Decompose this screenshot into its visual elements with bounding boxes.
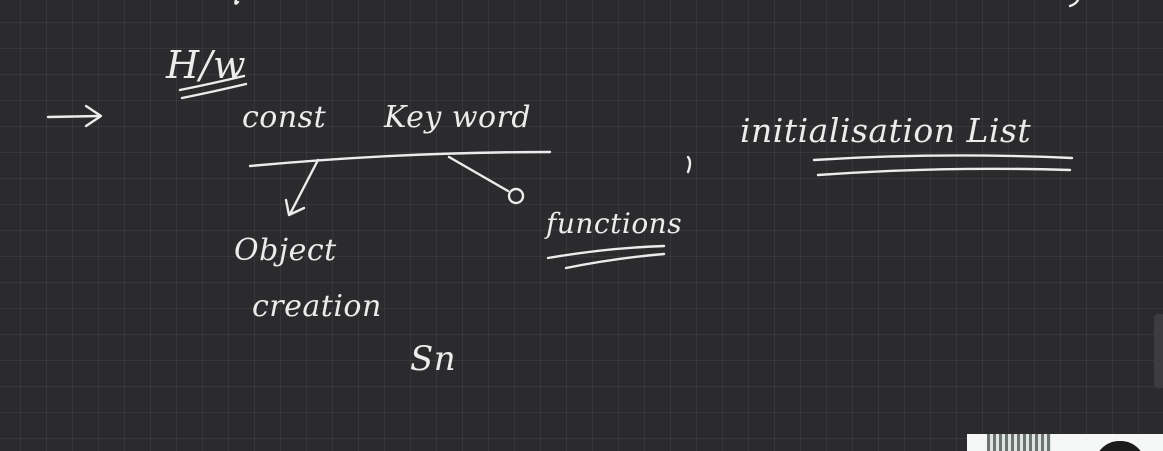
branch-right-node (507, 187, 525, 205)
branch-right (447, 155, 510, 193)
top-right-edge-stroke (1068, 0, 1080, 8)
side-scroll-handle[interactable] (1154, 314, 1163, 388)
branch-left-head (284, 198, 306, 217)
arrow-head (84, 104, 103, 128)
note-object: Object (234, 233, 337, 268)
note-creation: creation (252, 289, 382, 324)
branch-left (288, 158, 320, 216)
webcam-person (1095, 441, 1145, 451)
webcam-background (987, 434, 1051, 451)
init-underline-1 (812, 154, 1074, 162)
top-edge-stroke (234, 0, 240, 5)
heading-underline-1 (178, 74, 246, 92)
heading-underline-2 (180, 82, 248, 100)
note-keyword: Key word (384, 100, 532, 135)
func-underline-1 (546, 244, 666, 260)
comma-mark (686, 155, 692, 174)
note-sn: Sn (410, 339, 457, 379)
arrow-shaft (46, 114, 102, 119)
func-underline-2 (564, 252, 666, 270)
heading-hw: H/w (166, 43, 246, 87)
webcam-overlay (967, 434, 1163, 451)
init-underline-2 (816, 167, 1072, 177)
branch-line (248, 150, 552, 168)
note-const: const (242, 100, 327, 135)
note-initialisation-list: initialisation List (740, 111, 1032, 150)
note-functions: functions (546, 207, 683, 240)
